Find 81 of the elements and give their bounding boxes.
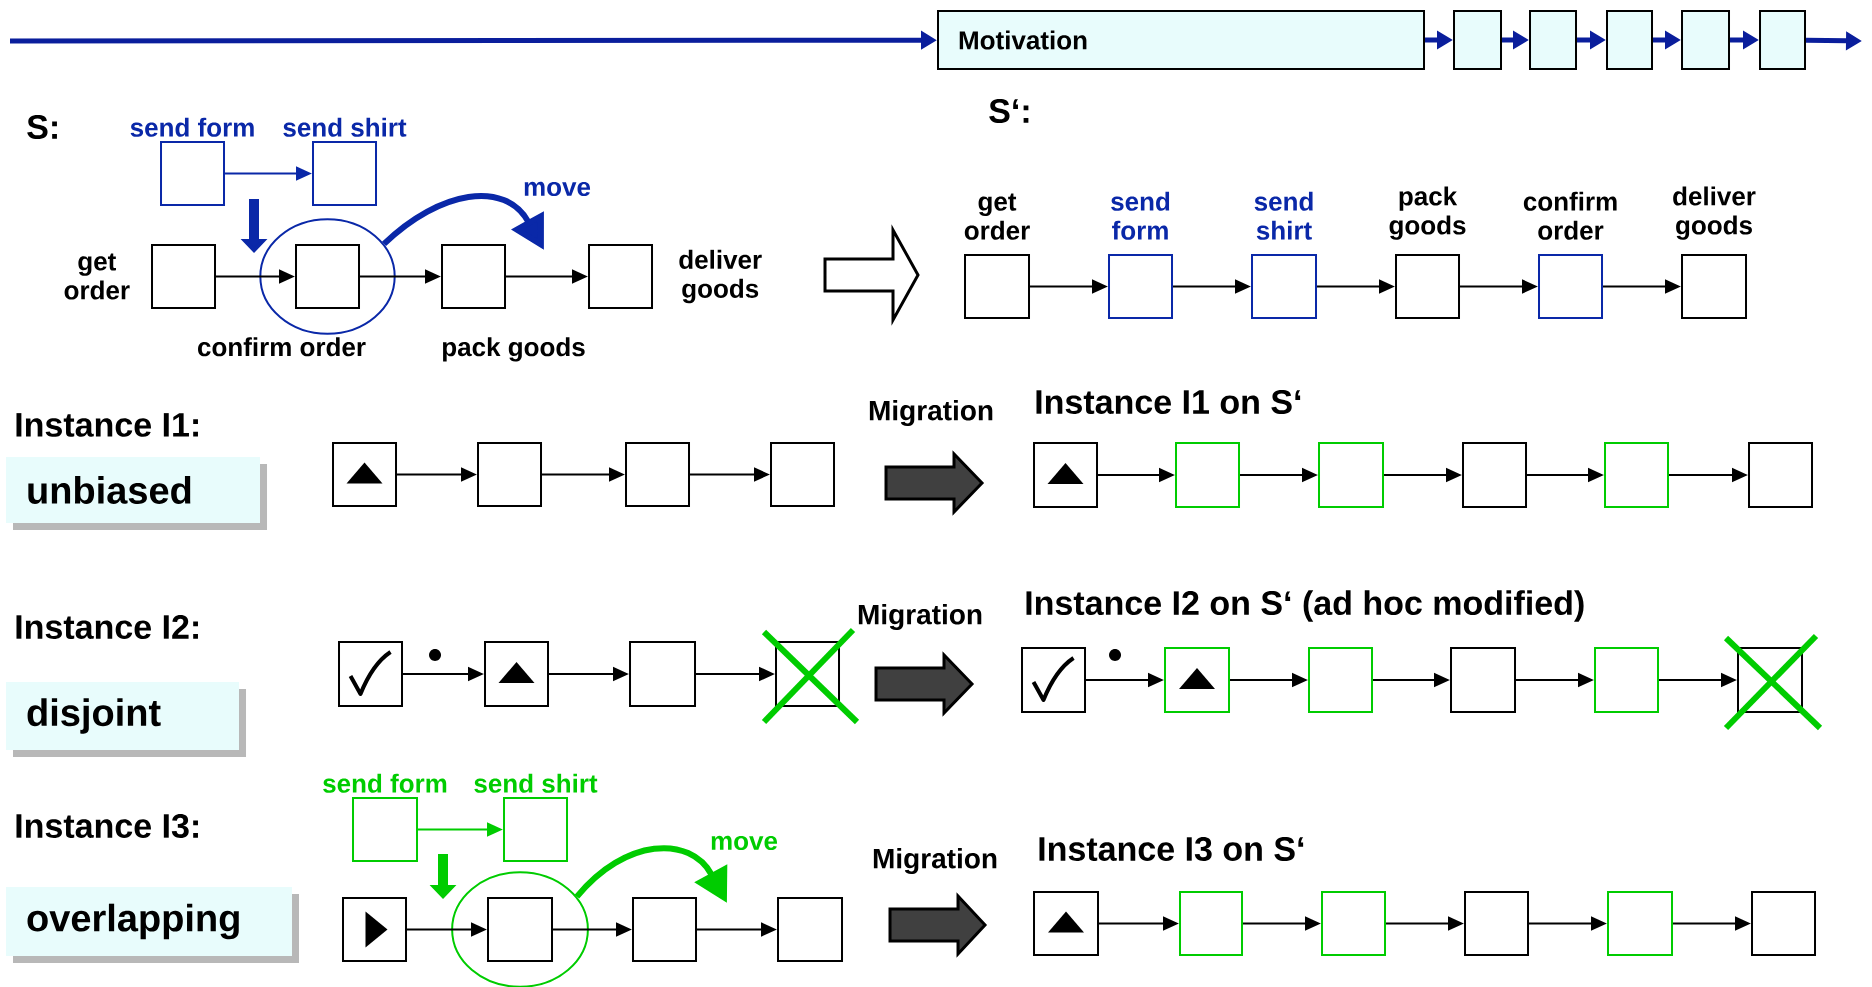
node-label: confirm order xyxy=(198,337,366,357)
node-label: deliver goods xyxy=(1673,186,1756,240)
task-box: get order xyxy=(964,193,1030,319)
node-label: confirm order xyxy=(1523,191,1617,240)
task-box xyxy=(484,641,549,707)
task-box xyxy=(342,897,407,962)
task-box xyxy=(1464,891,1529,956)
task-box: send form xyxy=(323,773,447,862)
task-box xyxy=(487,897,553,962)
phase-box xyxy=(1529,10,1577,70)
instance-label: Instance I3: xyxy=(16,813,198,839)
task-box xyxy=(625,442,690,507)
task-box: confirm order xyxy=(1523,191,1617,319)
task-box: pack goods xyxy=(1389,186,1466,319)
task-box xyxy=(1748,442,1813,508)
task-box xyxy=(1308,647,1373,713)
instance-title: Instance I2 on S‘ (ad hoc modified) xyxy=(1026,590,1584,622)
task-box: send shirt xyxy=(474,773,598,862)
task-box xyxy=(1751,891,1816,956)
migration-arrow xyxy=(884,450,985,516)
state-label: disjoint xyxy=(6,682,246,757)
migration-arrow xyxy=(888,892,988,958)
task-box xyxy=(1179,891,1243,956)
task-box xyxy=(1450,647,1516,713)
edge-label: move xyxy=(709,834,779,852)
node-label: send form xyxy=(323,773,447,793)
task-box xyxy=(1462,442,1527,508)
task-box xyxy=(1175,442,1240,508)
node-label: deliver goods xyxy=(679,249,762,304)
node-label: send shirt xyxy=(474,773,598,793)
state-label: overlapping xyxy=(6,887,299,963)
node-label: get order xyxy=(64,253,130,300)
edge-label: Migration xyxy=(867,398,995,428)
task-box: send shirt xyxy=(1251,191,1317,319)
task-box: pack goods xyxy=(441,244,585,362)
task-box xyxy=(332,442,397,507)
task-box xyxy=(1321,891,1386,956)
selection-ellipse xyxy=(259,218,396,335)
migration-arrow xyxy=(874,651,975,717)
node-label: send form xyxy=(1111,191,1170,240)
task-box: send form xyxy=(130,117,254,206)
node-label: pack goods xyxy=(442,337,585,362)
section-label: S: xyxy=(27,114,57,140)
node-label: send form xyxy=(130,117,254,137)
task-box xyxy=(1604,442,1669,508)
task-box xyxy=(632,897,697,962)
task-box xyxy=(477,442,542,507)
phase-box xyxy=(1759,10,1806,70)
task-box xyxy=(1594,647,1659,713)
edge-label: Migration xyxy=(871,846,999,876)
instance-title: Instance I3 on S‘ xyxy=(1039,836,1304,862)
edge-label: move xyxy=(522,180,592,198)
node-label: get order xyxy=(964,193,1030,240)
phase-box xyxy=(1453,10,1502,70)
phase-box xyxy=(1681,10,1730,70)
task-box xyxy=(629,641,696,707)
phase-box xyxy=(1606,10,1653,70)
task-box xyxy=(1607,891,1673,956)
phase-box: Motivation xyxy=(937,10,1425,70)
task-box: send form xyxy=(1108,191,1173,319)
task-box xyxy=(1164,647,1230,713)
task-box xyxy=(1021,647,1086,713)
edge-label: Migration xyxy=(856,602,984,632)
task-box: send shirt xyxy=(283,117,407,206)
task-box xyxy=(770,442,835,507)
node-label: send shirt xyxy=(1254,191,1313,240)
task-box xyxy=(338,641,403,707)
task-box xyxy=(775,641,840,707)
task-box xyxy=(777,897,843,962)
task-box xyxy=(1033,442,1098,508)
task-box: deliver goods xyxy=(588,244,762,309)
node-label: pack goods xyxy=(1389,186,1466,240)
state-label: unbiased xyxy=(6,457,267,530)
transform-arrow xyxy=(823,224,920,326)
task-box xyxy=(1737,647,1803,713)
task-box xyxy=(1318,442,1384,508)
instance-title: Instance I1 on S‘ xyxy=(1036,389,1301,415)
task-box xyxy=(1033,891,1099,956)
task-box: deliver goods xyxy=(1673,186,1756,319)
node-label: send shirt xyxy=(283,117,407,137)
instance-label: Instance I2: xyxy=(16,614,198,640)
